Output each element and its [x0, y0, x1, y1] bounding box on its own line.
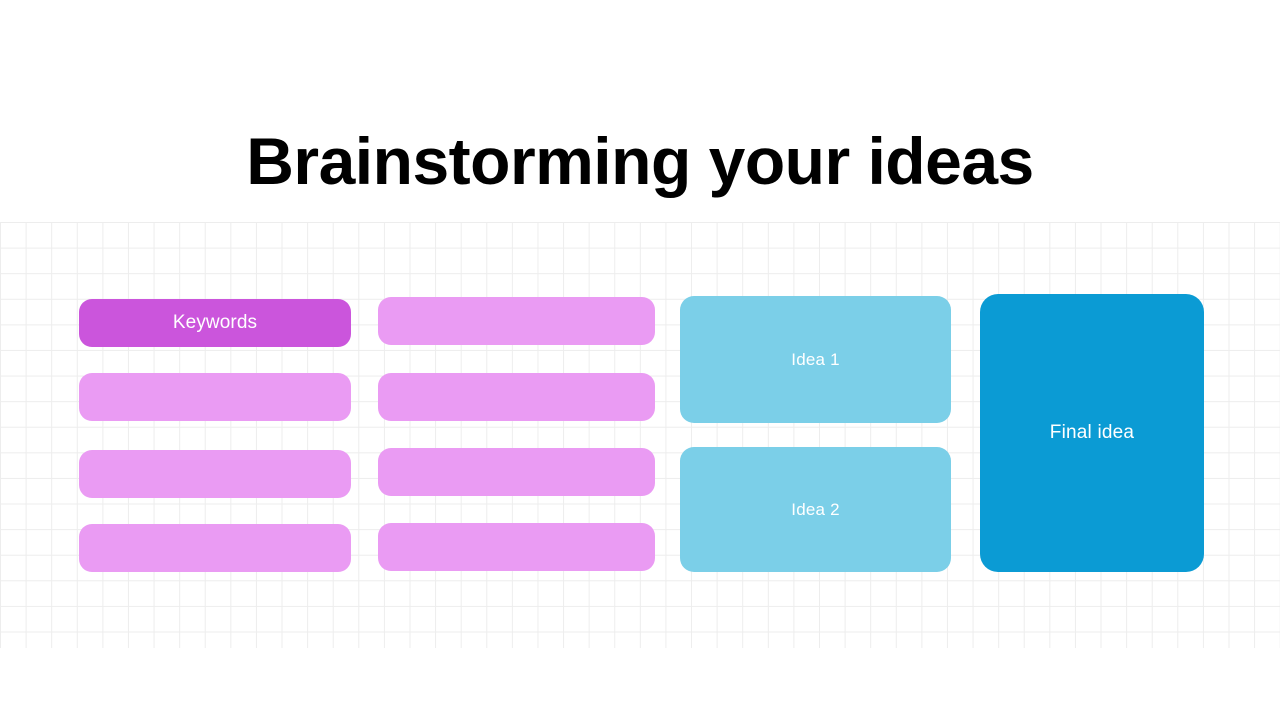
node-idea-1-label: Idea 1	[791, 349, 840, 369]
node-final-idea-label: Final idea	[1049, 422, 1135, 443]
node-idea-2-label: Idea 2	[791, 499, 840, 519]
keywords-column-2-item-2[interactable]	[378, 373, 655, 421]
keywords-column-2-item-4[interactable]	[378, 523, 655, 571]
node-keywords-label: Keywords	[172, 312, 258, 333]
node-final-idea[interactable]: Final idea	[980, 294, 1204, 572]
keywords-column-2-item-3[interactable]	[378, 448, 655, 496]
keywords-column-2-item-1[interactable]	[378, 297, 655, 345]
page-title: Brainstorming your ideas	[246, 124, 1034, 199]
node-idea-2[interactable]: Idea 2	[680, 447, 951, 572]
node-idea-1[interactable]: Idea 1	[680, 296, 951, 423]
keywords-column-item-2[interactable]	[79, 373, 351, 421]
node-keywords[interactable]: Keywords	[79, 299, 351, 347]
keywords-column-item-4[interactable]	[79, 524, 351, 572]
keywords-column-item-3[interactable]	[79, 450, 351, 498]
